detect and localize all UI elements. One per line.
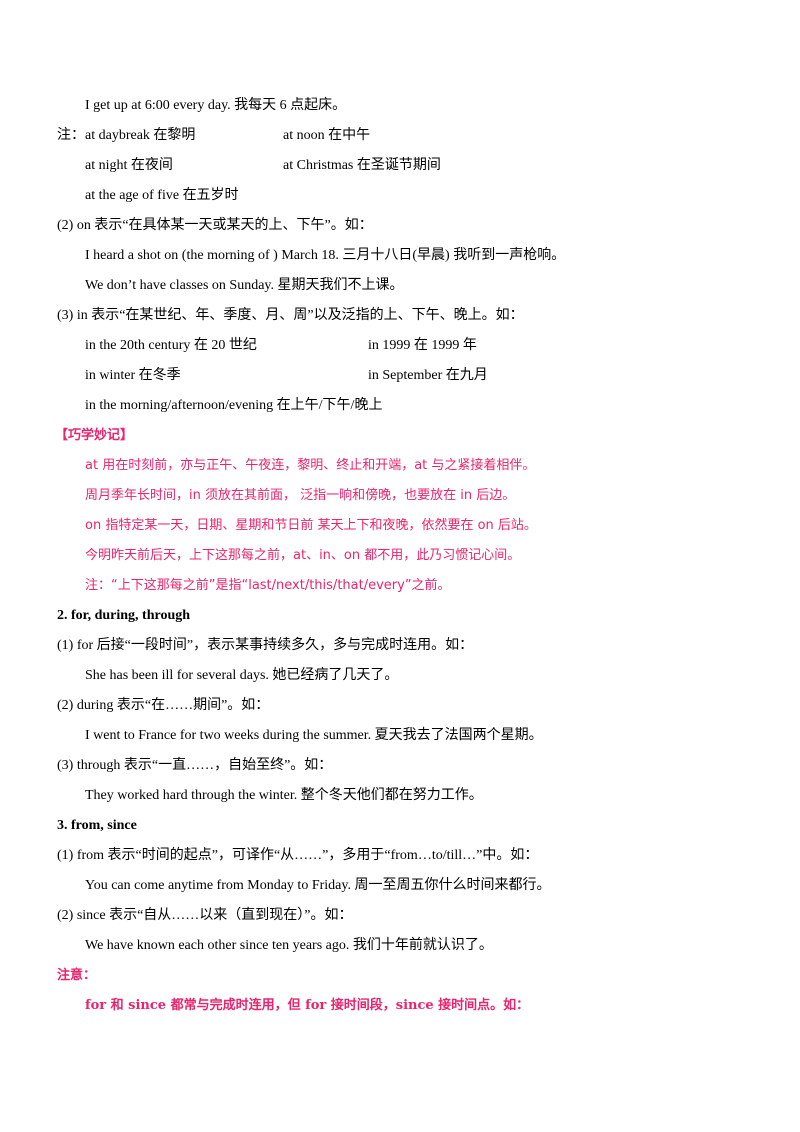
mnemonic-line: 周月季年长时间，in 须放在其前面， 泛指一晌和傍晚，也要放在 in 后边。 (85, 488, 516, 503)
rule-heading: (1) for 后接“一段时间”，表示某事持续多久，多与完成时连用。如： (57, 638, 474, 653)
example-line: We don’t have classes on Sunday. 星期天我们不上… (85, 278, 404, 293)
example-line: We have known each other since ten years… (85, 938, 493, 953)
example-item: in the morning/afternoon/evening 在上午/下午/… (85, 398, 383, 413)
example-line: I went to France for two weeks during th… (85, 728, 543, 743)
rule-heading: (3) in 表示“在某世纪、年、季度、月、周”以及泛指的上、下午、晚上。如： (57, 308, 524, 323)
example-line: I get up at 6:00 every day. 我每天 6 点起床。 (85, 98, 347, 113)
example-line: I heard a shot on (the morning of ) Marc… (85, 248, 566, 263)
example-item: in 1999 在 1999 年 (368, 338, 477, 353)
mnemonic-heading: 【巧学妙记】 (55, 428, 134, 443)
note-item: at noon 在中午 (283, 128, 371, 143)
rule-heading: (2) since 表示“自从……以来（直到现在）”。如： (57, 908, 353, 923)
example-item: in winter 在冬季 (85, 368, 181, 383)
rule-heading: (3) through 表示“一直……，自始至终”。如： (57, 758, 333, 773)
mnemonic-note: 注：“上下这那每之前”是指“last/next/this/that/every”… (85, 578, 451, 593)
rule-heading: (2) on 表示“在具体某一天或某天的上、下午”。如： (57, 218, 373, 233)
rule-heading: (2) during 表示“在……期间”。如： (57, 698, 270, 713)
mnemonic-line: at 用在时刻前，亦与正午、午夜连，黎明、终止和开端，at 与之紧接着相伴。 (85, 458, 536, 473)
attention-heading: 注意： (57, 968, 97, 983)
example-item: in September 在九月 (368, 368, 488, 383)
note-item: at night 在夜间 (85, 158, 173, 173)
rule-heading: (1) from 表示“时间的起点”，可译作“从……”，多用于“from…to/… (57, 848, 539, 863)
example-line: They worked hard through the winter. 整个冬… (85, 788, 483, 803)
attention-line: for 和 since 都常与完成时连用，但 for 接时间段，since 接时… (85, 998, 530, 1013)
section-title: 3. from, since (57, 818, 137, 833)
example-item: in the 20th century 在 20 世纪 (85, 338, 257, 353)
note-line: 注：at daybreak 在黎明 (57, 128, 196, 143)
mnemonic-line: on 指特定某一天，日期、星期和节日前 某天上下和夜晚，依然要在 on 后站。 (85, 518, 537, 533)
section-title: 2. for, during, through (57, 608, 191, 623)
note-item: at Christmas 在圣诞节期间 (283, 158, 441, 173)
example-line: You can come anytime from Monday to Frid… (85, 878, 551, 893)
note-item: at the age of five 在五岁时 (85, 188, 239, 203)
mnemonic-line: 今明昨天前后天，上下这那每之前，at、in、on 都不用，此乃习惯记心间。 (85, 548, 521, 563)
example-line: She has been ill for several days. 她已经病了… (85, 668, 399, 683)
